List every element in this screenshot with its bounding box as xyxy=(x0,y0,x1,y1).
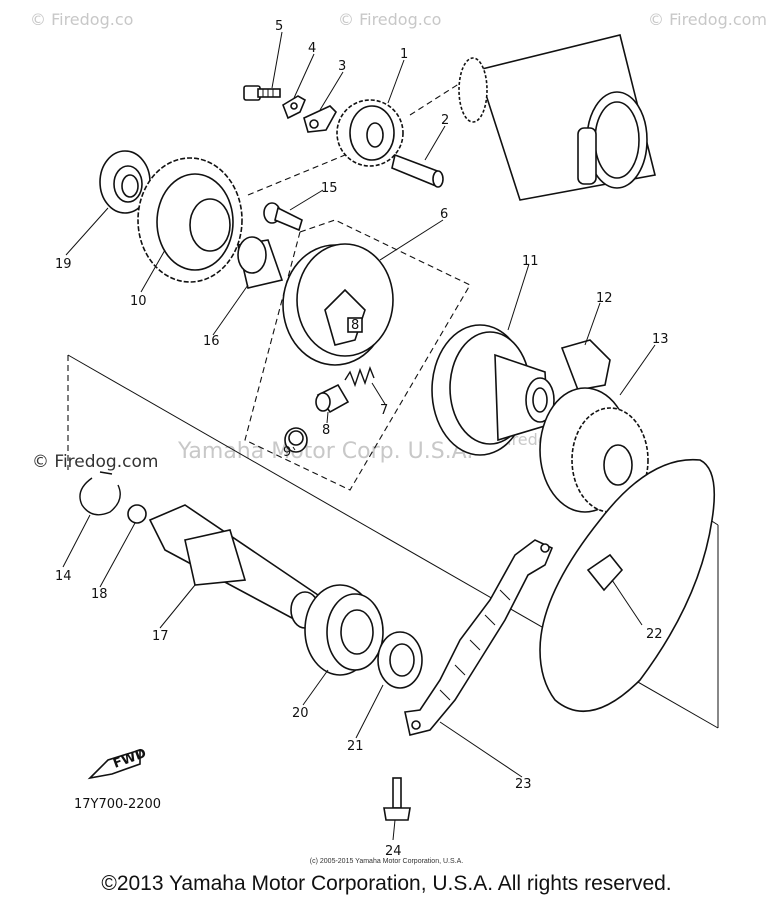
callout-1: 1 xyxy=(400,47,408,62)
callout-11: 11 xyxy=(522,254,539,269)
part-shaft-2[interactable] xyxy=(391,153,444,188)
svg-text:8: 8 xyxy=(351,318,359,333)
callout-24: 24 xyxy=(385,844,402,859)
callout-21: 21 xyxy=(347,739,364,754)
callout-16: 16 xyxy=(203,334,220,349)
part-cap-9[interactable] xyxy=(284,427,308,453)
part-clip-22[interactable] xyxy=(586,553,624,592)
callout-numbers: 5 4 3 1 2 19 10 15 16 6 11 12 13 7 8 9 1… xyxy=(55,19,669,859)
callout-14: 14 xyxy=(55,569,72,584)
part-gear-10[interactable] xyxy=(137,157,243,283)
part-guide-23[interactable] xyxy=(404,539,554,736)
copyright-notice: ©2013 Yamaha Motor Corporation, U.S.A. A… xyxy=(101,872,672,895)
part-gear-13[interactable] xyxy=(539,387,649,513)
part-plate-3[interactable] xyxy=(303,105,337,133)
callout-4: 4 xyxy=(308,41,316,56)
part-roller-8[interactable] xyxy=(315,383,350,414)
part-clutch-6[interactable]: 8 xyxy=(282,243,394,366)
part-bearing-19[interactable] xyxy=(99,150,151,214)
watermark-corner-right: © Firedog.com xyxy=(648,10,767,29)
part-screw-15[interactable] xyxy=(263,202,303,232)
callout-23: 23 xyxy=(515,777,532,792)
watermark-mid-left: © Firedog.com xyxy=(32,452,158,472)
part-lock-washer-4[interactable] xyxy=(282,95,307,120)
fwd-arrow-icon: FWD xyxy=(87,746,149,780)
callout-10: 10 xyxy=(130,294,147,309)
watermark-corner-mid: © Firedog.co xyxy=(338,10,441,29)
part-ball-18[interactable] xyxy=(127,504,147,524)
callout-5: 5 xyxy=(275,19,283,34)
part-bearing-20[interactable] xyxy=(304,584,384,676)
callout-9: 9 xyxy=(283,445,291,460)
callout-6: 6 xyxy=(440,207,448,222)
callout-20: 20 xyxy=(292,706,309,721)
part-circlip-14[interactable] xyxy=(79,471,121,516)
part-starter-motor[interactable] xyxy=(458,34,656,201)
watermark-center: Yamaha Motor Corp. U.S.A. xyxy=(177,439,473,464)
callout-19: 19 xyxy=(55,257,72,272)
callout-22: 22 xyxy=(646,627,663,642)
callout-13: 13 xyxy=(652,332,669,347)
callout-18: 18 xyxy=(91,587,108,602)
small-copyright: (c) 2005-2015 Yamaha Motor Corporation, … xyxy=(309,858,464,865)
part-cover[interactable] xyxy=(539,458,716,713)
part-bolt-5[interactable] xyxy=(243,85,281,101)
part-bolt-24[interactable] xyxy=(383,777,411,821)
part-gear-1[interactable] xyxy=(336,99,404,167)
part-bushing-16[interactable] xyxy=(237,236,284,289)
part-shaft-17[interactable] xyxy=(148,504,320,629)
leader-lines xyxy=(62,31,656,841)
drawing-code: 17Y700-2200 xyxy=(74,797,161,812)
part-clutch-housing-11[interactable] xyxy=(431,324,555,456)
part-spring-7[interactable] xyxy=(344,365,375,388)
callout-3: 3 xyxy=(338,59,346,74)
callout-8: 8 xyxy=(322,423,330,438)
callout-2: 2 xyxy=(441,113,449,128)
callout-12: 12 xyxy=(596,291,613,306)
part-cushion-12[interactable] xyxy=(560,339,611,391)
part-seal-21[interactable] xyxy=(377,631,423,689)
watermark-corner-left: © Firedog.co xyxy=(30,10,133,29)
callout-17: 17 xyxy=(152,629,169,644)
callout-7: 7 xyxy=(380,403,388,418)
callout-15: 15 xyxy=(321,181,338,196)
